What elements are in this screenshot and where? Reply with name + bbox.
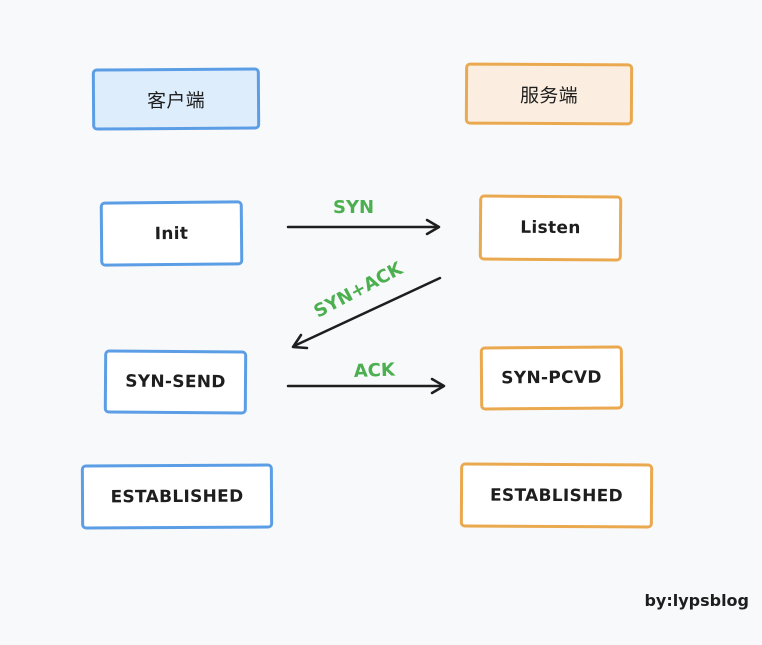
syn-arrowhead bbox=[425, 218, 441, 236]
syn-ack-arrow bbox=[292, 276, 442, 348]
syn-ack-label: SYN+ACK bbox=[310, 258, 407, 323]
ack-arrowhead bbox=[430, 377, 446, 395]
syn-ack-arrowhead bbox=[291, 333, 309, 350]
author-credit: by:lypsblog bbox=[644, 591, 749, 610]
ack-label: ACK bbox=[353, 360, 396, 382]
syn-label: SYN bbox=[333, 197, 374, 218]
